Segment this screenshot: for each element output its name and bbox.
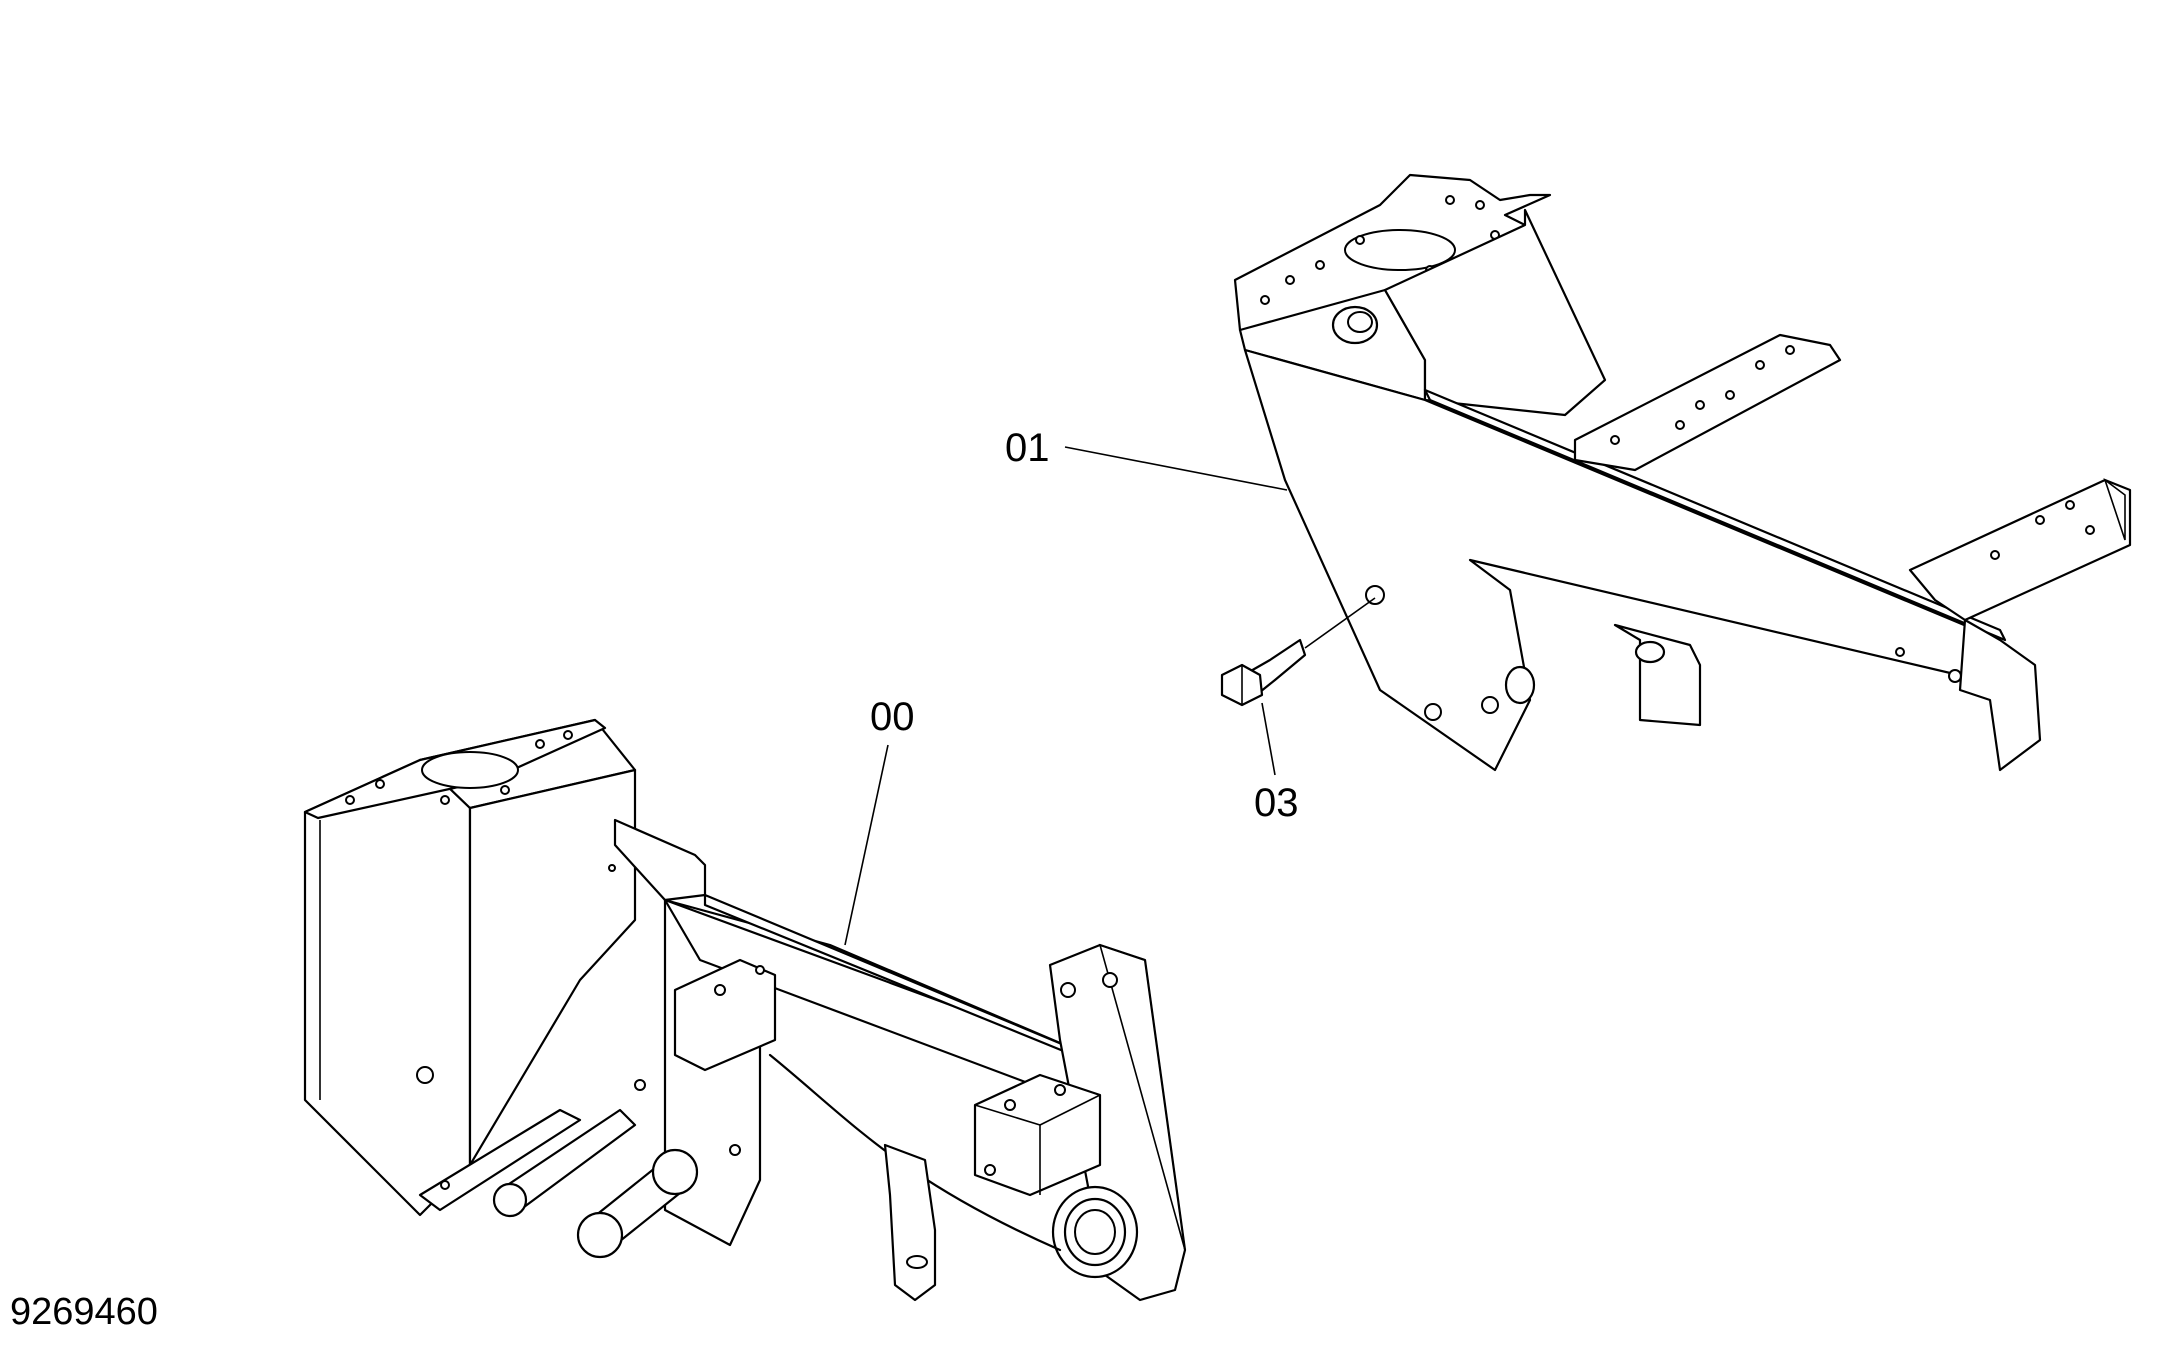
leader-line-01	[1064, 446, 1288, 491]
part-01-main-frame	[1233, 173, 2132, 772]
callout-label-01: 01	[1005, 426, 1050, 470]
part-00-frame-bracket	[303, 718, 1187, 1302]
callout-label-03: 03	[1254, 781, 1299, 825]
leader-line-00	[844, 744, 889, 946]
part-03-bolt	[1220, 597, 1376, 707]
leader-line-03	[1261, 702, 1276, 776]
callout-label-00: 00	[870, 695, 915, 739]
document-number: 9269460	[10, 1291, 158, 1333]
